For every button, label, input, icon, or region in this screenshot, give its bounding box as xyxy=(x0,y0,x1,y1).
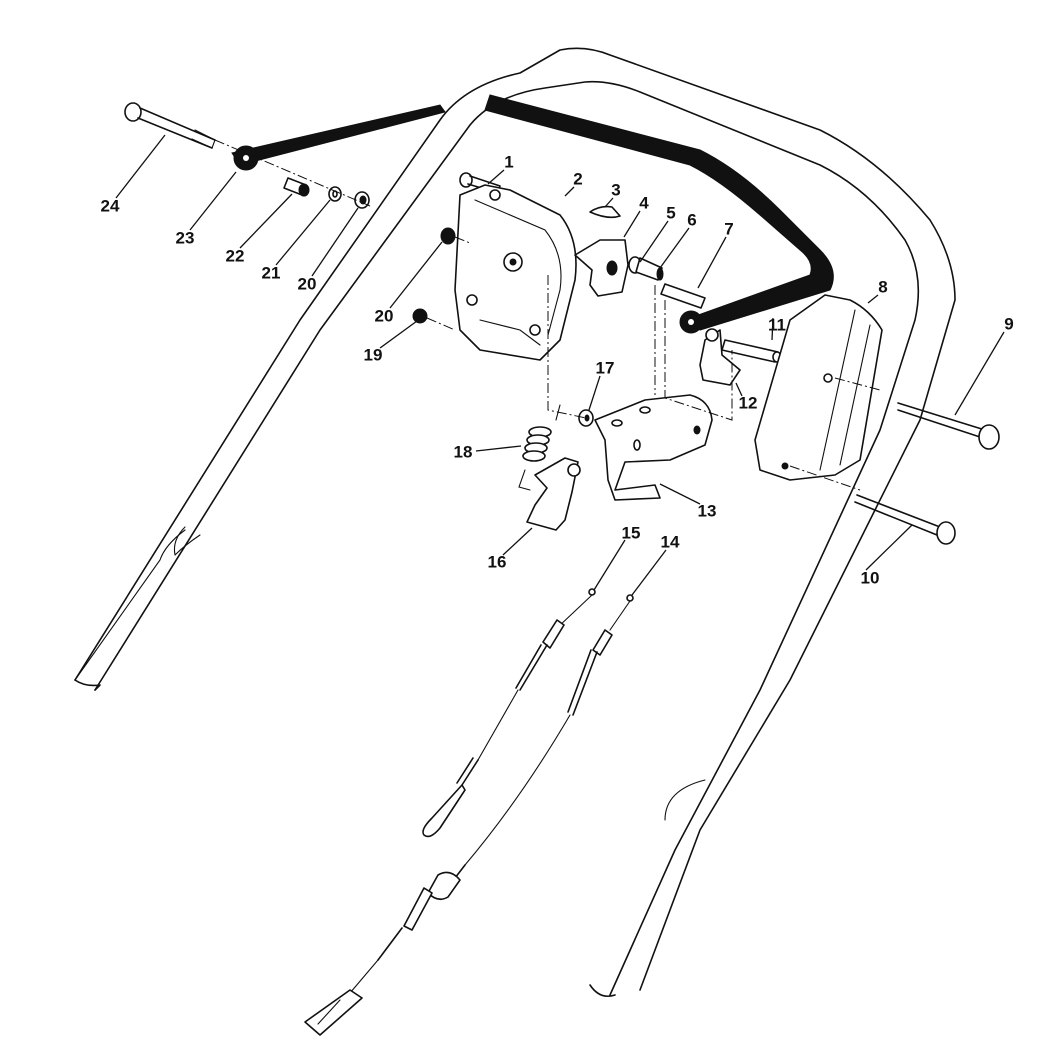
leader-lines xyxy=(115,134,1005,596)
axis-line xyxy=(547,275,587,419)
part-9-screw xyxy=(897,402,1000,450)
callout-23: 23 xyxy=(175,228,195,248)
callout-2: 2 xyxy=(573,169,583,189)
callout-13: 13 xyxy=(697,501,717,521)
part-15-cable xyxy=(422,588,596,838)
callout-22: 22 xyxy=(225,246,245,266)
callout-15: 15 xyxy=(621,523,641,543)
callout-6: 6 xyxy=(687,210,697,230)
part-20-nut-b xyxy=(440,227,456,245)
callout-18: 18 xyxy=(453,442,473,462)
axis-line xyxy=(454,236,471,244)
axis-line xyxy=(214,139,371,207)
callout-14: 14 xyxy=(660,532,680,552)
part-20-nut-a xyxy=(354,191,370,209)
part-21-washer xyxy=(328,186,342,202)
callout-11: 11 xyxy=(768,315,786,335)
callout-7: 7 xyxy=(724,219,734,239)
callout-16: 16 xyxy=(487,552,507,572)
callout-19: 19 xyxy=(363,345,383,365)
callout-12: 12 xyxy=(738,393,758,413)
callout-10: 10 xyxy=(860,568,880,588)
part-6-shaft xyxy=(635,257,664,281)
axis-line xyxy=(664,300,733,421)
control-bail xyxy=(231,94,834,334)
callout-8: 8 xyxy=(878,277,888,297)
callout-20-lower: 20 xyxy=(374,306,394,326)
callout-17: 17 xyxy=(595,358,615,378)
callout-20-upper: 20 xyxy=(297,274,317,294)
axis-line xyxy=(789,465,861,491)
part-19-nut xyxy=(412,308,428,324)
part-4-cam xyxy=(574,239,629,297)
callout-5: 5 xyxy=(666,203,676,223)
part-18-spring xyxy=(518,404,561,491)
part-3-clip xyxy=(589,205,621,219)
callout-1: 1 xyxy=(504,152,514,172)
callout-3: 3 xyxy=(611,180,621,200)
part-7-pin xyxy=(660,283,706,309)
axis-line xyxy=(426,317,456,331)
part-14-cable xyxy=(304,594,634,1036)
callout-4: 4 xyxy=(639,193,649,213)
part-17-washer xyxy=(578,409,594,427)
part-24-bolt xyxy=(124,102,216,149)
callout-21: 21 xyxy=(261,263,281,283)
part-16-lever xyxy=(526,457,581,531)
callout-9: 9 xyxy=(1004,314,1014,334)
axis-line xyxy=(834,377,881,391)
part-2-housing xyxy=(454,184,577,361)
part-13-bracket xyxy=(594,394,713,501)
callout-24: 24 xyxy=(100,196,120,216)
part-22-spacer xyxy=(283,177,310,197)
part-10-screw xyxy=(854,494,956,545)
part-11-pin xyxy=(721,339,782,363)
handle-tube xyxy=(74,47,956,998)
part-12-lever xyxy=(699,328,741,386)
part-8-cover xyxy=(754,294,883,481)
